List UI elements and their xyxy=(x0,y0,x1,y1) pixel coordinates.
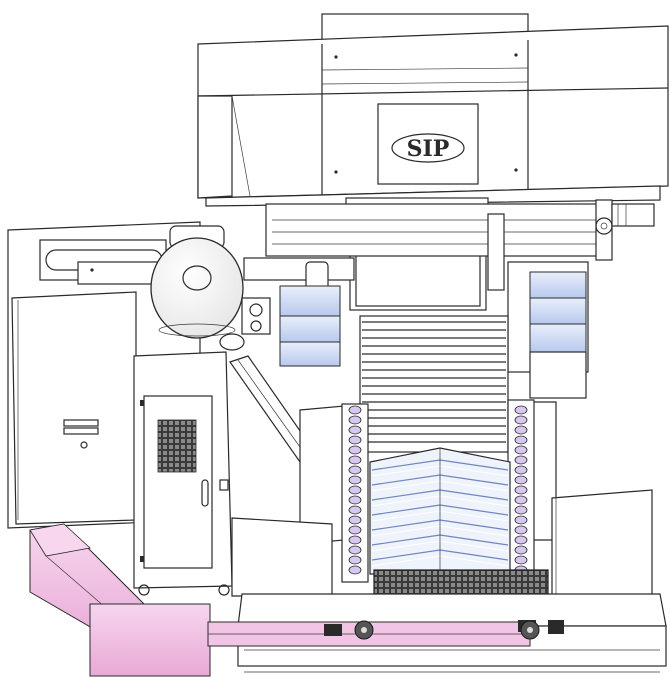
axis-motor-right xyxy=(518,620,564,640)
chain-link xyxy=(514,495,528,505)
chain-link xyxy=(348,425,362,435)
axis-motor-left xyxy=(324,620,374,640)
bellows-cover xyxy=(369,447,511,575)
chain-link xyxy=(348,455,362,465)
chain-link xyxy=(514,545,528,555)
chain-link xyxy=(514,515,528,525)
cable-chain-left xyxy=(341,403,369,583)
chain-link xyxy=(348,485,362,495)
chain-link xyxy=(514,425,528,435)
chain-link xyxy=(514,475,528,485)
chain-link xyxy=(514,415,528,425)
chain-link xyxy=(348,525,362,535)
logo: SIP xyxy=(391,133,465,163)
chain-link xyxy=(514,525,528,535)
cable-chain-right xyxy=(507,399,535,579)
telescopic-cover xyxy=(359,315,509,453)
svg-text:SIP: SIP xyxy=(407,136,450,162)
chain-link xyxy=(348,475,362,485)
chain-link xyxy=(514,405,528,415)
chain-link xyxy=(348,565,362,575)
chain-link xyxy=(514,465,528,475)
chain-link xyxy=(514,555,528,565)
chain-link xyxy=(348,495,362,505)
chip-conveyor xyxy=(29,523,531,677)
chain-link xyxy=(514,445,528,455)
chain-link xyxy=(514,505,528,515)
chain-link xyxy=(348,415,362,425)
chain-link xyxy=(514,485,528,495)
chain-link xyxy=(514,435,528,445)
chain-link xyxy=(348,535,362,545)
column-body xyxy=(231,401,653,597)
chain-link xyxy=(348,545,362,555)
chain-link xyxy=(348,505,362,515)
right-way-covers xyxy=(507,261,589,399)
chain-link xyxy=(348,435,362,445)
chain-link xyxy=(348,515,362,525)
chain-link xyxy=(348,555,362,565)
chain-link xyxy=(514,535,528,545)
chain-link xyxy=(514,455,528,465)
chain-link xyxy=(348,445,362,455)
control-cabinet xyxy=(133,351,233,596)
chain-link xyxy=(348,465,362,475)
servo-motor xyxy=(595,199,655,261)
coolant-tank xyxy=(150,225,245,351)
column-head: SIP xyxy=(197,13,669,207)
left-way-covers xyxy=(279,285,341,367)
cross-slide xyxy=(265,203,601,291)
chain-link xyxy=(348,405,362,415)
